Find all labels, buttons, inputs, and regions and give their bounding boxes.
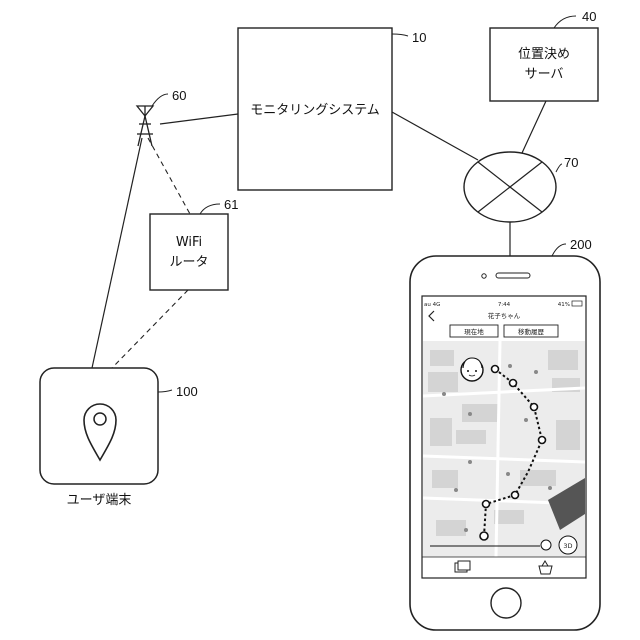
leader-10 [392,34,408,36]
ref-positioning: 40 [582,9,596,24]
ref-monitoring: 10 [412,30,426,45]
time-slider-handle[interactable] [541,540,551,550]
leader-61 [200,204,220,214]
3d-button-label: 3D [563,542,572,550]
link-monitoring-network [392,112,478,160]
status-battery: 41% [558,302,570,308]
ref-user-terminal: 100 [176,384,198,399]
link-router-user-dashed [112,290,188,368]
user-terminal-label: ユーザ端末 [67,493,132,508]
link-antenna-user-terminal [92,138,142,368]
screen-title: 花子ちゃん [488,311,521,320]
router-label-2: ルータ [169,255,208,270]
tab-current-location-label: 現在地 [464,327,484,336]
monitoring-system-label: モニタリングシステム [250,103,380,118]
positioning-server-label-1: 位置決め [518,47,570,62]
link-antenna-router-dashed [148,138,190,214]
ref-network: 70 [564,155,578,170]
leader-70 [556,164,562,172]
link-antenna-monitoring [160,114,238,124]
antenna-icon [137,106,153,146]
positioning-server-label-2: サーバ [525,67,564,82]
leader-100 [158,390,172,392]
child-avatar-icon [461,358,483,381]
positioning-server-box [490,28,598,101]
ref-smartphone: 200 [570,237,592,252]
link-server-network [522,101,546,153]
status-carrier: au 4G [424,302,440,308]
ref-router: 61 [224,197,238,212]
leader-40 [554,16,576,28]
home-button[interactable] [491,588,521,618]
tab-movement-history-label: 移動履歴 [518,327,545,336]
leader-200 [552,244,566,256]
ref-access-point: 60 [172,88,186,103]
leader-60 [152,94,168,106]
router-label-1: WiFi [176,235,202,250]
map-view[interactable]: 3D [423,341,585,557]
wifi-router-box [150,214,228,290]
status-time: 7:44 [498,302,511,308]
photo-album-icon[interactable] [455,561,470,572]
